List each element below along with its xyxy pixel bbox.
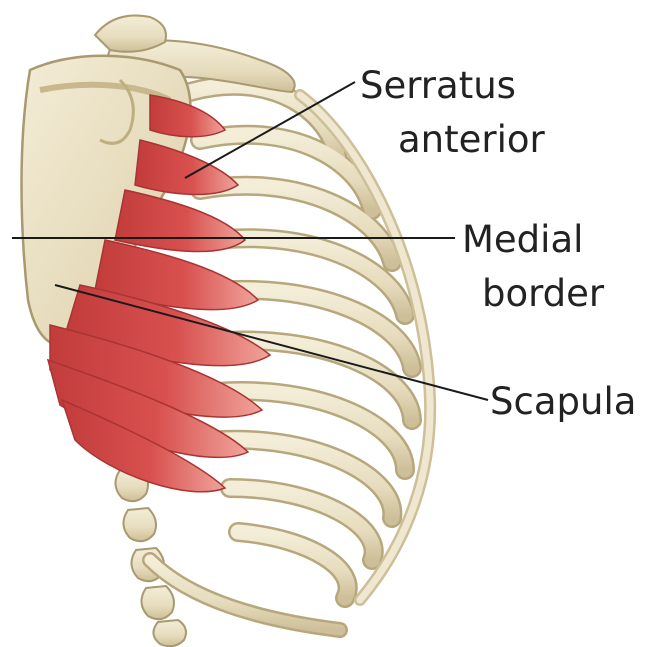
label-medial-line1: Medial	[462, 218, 583, 261]
label-scapula: Scapula	[490, 380, 636, 423]
label-serratus-line1: Serratus	[360, 64, 516, 107]
label-serratus-line2: anterior	[398, 118, 546, 161]
label-medial-line2: border	[482, 272, 605, 315]
